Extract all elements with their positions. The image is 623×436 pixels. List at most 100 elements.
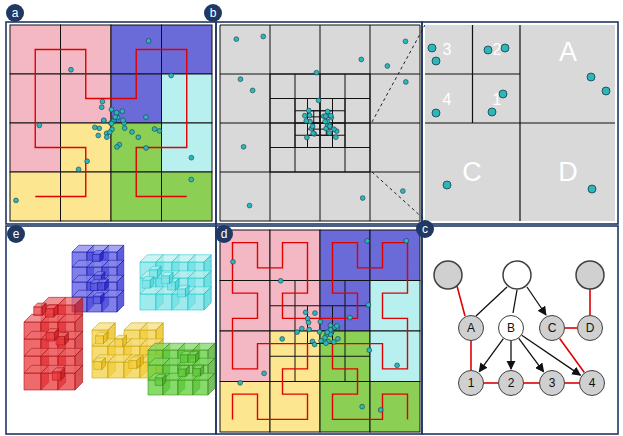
curve-link xyxy=(565,327,577,329)
grid-cell xyxy=(370,230,420,281)
panel-frame xyxy=(216,22,422,224)
panel-frame xyxy=(422,22,618,224)
point-dot xyxy=(587,73,595,81)
point-dot xyxy=(328,113,333,118)
cube-face xyxy=(193,380,208,395)
quadtree-panel xyxy=(220,25,425,221)
point-dot xyxy=(360,196,365,201)
point-dot xyxy=(146,39,151,44)
tree-node: D xyxy=(577,315,603,341)
point-dot xyxy=(278,278,283,283)
tree-node: A xyxy=(458,315,484,341)
point-dot xyxy=(588,185,596,193)
cube-face xyxy=(178,369,186,377)
cube-face xyxy=(140,294,156,310)
point-dot xyxy=(304,135,309,140)
point-dot xyxy=(331,340,336,345)
point-dot xyxy=(92,125,97,130)
point-dot xyxy=(261,34,266,39)
cube-face xyxy=(178,380,193,395)
point-dot xyxy=(323,114,328,119)
zoom-inset xyxy=(425,25,615,221)
node-label: C xyxy=(548,321,557,335)
point-dot xyxy=(104,135,109,140)
point-dot xyxy=(169,73,174,78)
point-dot xyxy=(332,127,337,132)
point-dot xyxy=(241,144,246,149)
grid-cell xyxy=(220,281,270,332)
cube-face xyxy=(93,296,101,304)
cube-face xyxy=(46,333,55,342)
grid-cell xyxy=(370,331,420,382)
point-dot xyxy=(400,189,405,194)
point-dot xyxy=(348,315,353,320)
cube-face xyxy=(193,369,201,377)
point-dot xyxy=(262,371,267,376)
point-dot xyxy=(359,57,364,62)
point-dot xyxy=(231,259,236,264)
cube-face xyxy=(24,373,41,390)
point-dot xyxy=(432,109,440,117)
point-dot xyxy=(97,126,102,131)
point-dot xyxy=(403,80,408,85)
cube-face xyxy=(188,294,204,310)
grid-cell xyxy=(370,382,420,433)
point-dot xyxy=(366,302,371,307)
point-dot xyxy=(602,87,610,95)
point-dot xyxy=(306,108,311,113)
point-dot xyxy=(328,323,333,328)
point-dot xyxy=(114,110,119,115)
point-dot xyxy=(323,335,328,340)
point-dot xyxy=(307,327,312,332)
cube-face xyxy=(42,303,46,315)
point-dot xyxy=(144,115,149,120)
cube-face xyxy=(204,287,211,310)
point-dot xyxy=(144,146,149,151)
quadtree-ground xyxy=(220,25,420,221)
grid-cell xyxy=(220,382,270,433)
panel-label: e xyxy=(7,225,25,243)
inset-ground xyxy=(425,25,615,221)
point-dot xyxy=(121,118,126,123)
point-dot xyxy=(234,37,239,42)
point-dot xyxy=(335,336,340,341)
cube-face xyxy=(117,290,124,312)
point-dot xyxy=(333,135,338,140)
cube-face xyxy=(196,351,199,362)
cube-face xyxy=(101,293,104,304)
node-label: 1 xyxy=(468,376,475,390)
cube-face xyxy=(161,276,169,284)
point-dot xyxy=(365,239,370,244)
point-dot xyxy=(238,77,243,82)
cube-face xyxy=(87,297,102,312)
point-dot xyxy=(247,203,252,208)
point-dot xyxy=(443,181,451,189)
point-dot xyxy=(334,324,339,329)
cube-face xyxy=(155,378,163,386)
point-dot xyxy=(120,109,125,114)
cube-face xyxy=(185,285,189,297)
tree-node: C xyxy=(539,315,565,341)
tree-arrow xyxy=(510,341,511,369)
node-label: 3 xyxy=(549,376,556,390)
grid-cell xyxy=(320,331,370,382)
point-dot xyxy=(403,39,408,44)
point-dot xyxy=(238,380,243,385)
point-dot xyxy=(428,44,436,52)
cube-face xyxy=(94,361,102,369)
panel-frame xyxy=(216,226,422,434)
point-dot xyxy=(69,67,74,72)
point-dot xyxy=(484,46,492,54)
point-dot xyxy=(299,326,304,331)
point-dot xyxy=(109,121,114,126)
point-dot xyxy=(385,64,390,69)
grid-cell xyxy=(370,281,420,332)
grid-line xyxy=(320,281,370,332)
point-dot xyxy=(488,108,496,116)
grid-line xyxy=(295,306,345,356)
hilbert-curve xyxy=(233,243,408,420)
point-dot xyxy=(250,88,255,93)
point-dot xyxy=(189,177,194,182)
point-dot xyxy=(306,320,311,325)
